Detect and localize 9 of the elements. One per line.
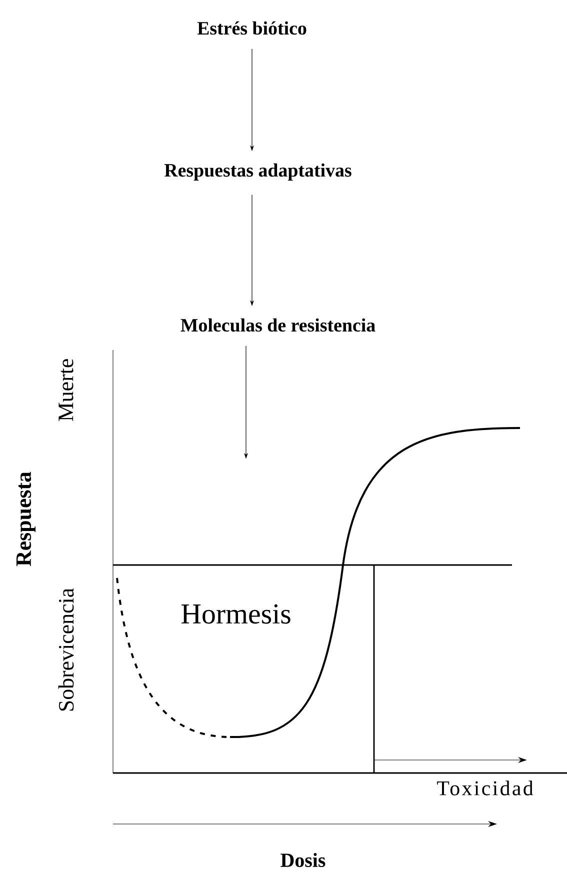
axis-label: Muerte [58,359,74,422]
axis-label: Sobrevicencia [58,588,74,711]
axis-title: Dosis [280,853,326,867]
step-label: Estrés biótico [197,21,306,35]
region-label: Hormesis [181,604,290,624]
axis-label: Toxicidad [437,780,534,796]
step-label: Respuestas adaptativas [164,163,352,181]
step-label: Moleculas de resistencia [180,318,376,332]
axis-title: Respuesta [16,472,36,566]
